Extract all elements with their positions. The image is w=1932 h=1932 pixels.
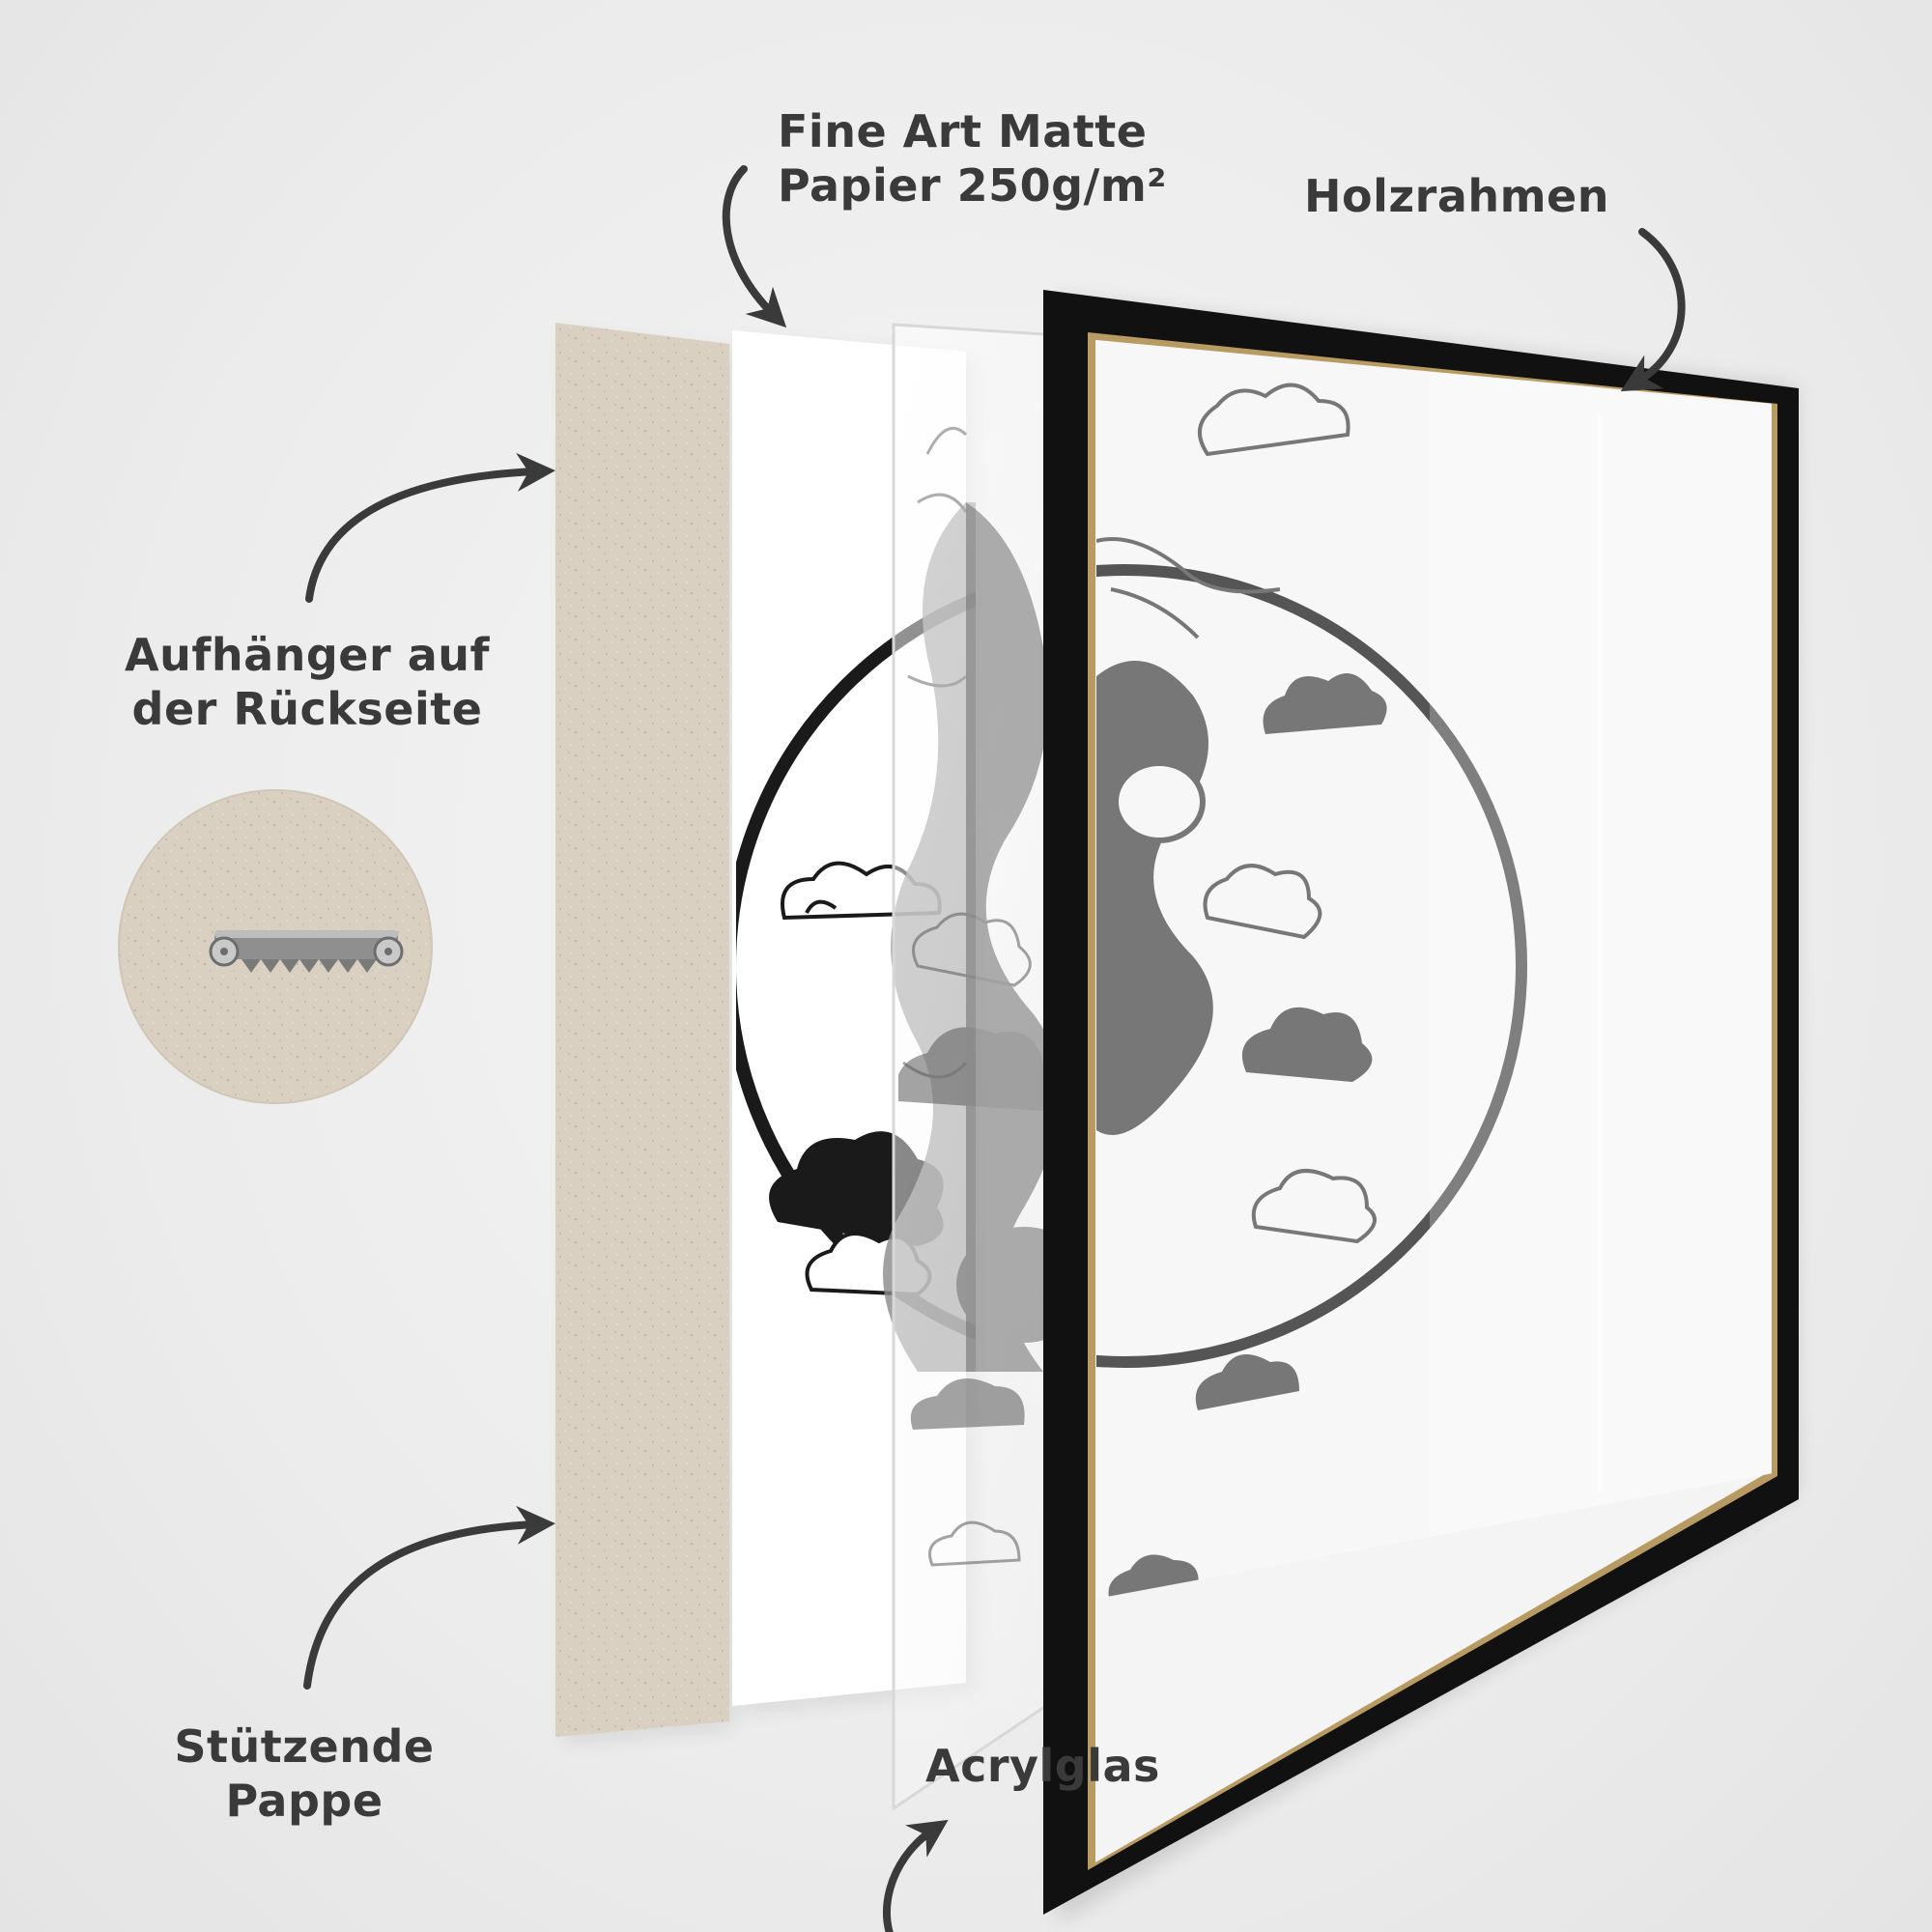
paper-label-line-2: Papier 250g/m² <box>778 159 1167 212</box>
paper-label: Fine Art Matte Papier 250g/m² <box>778 104 1167 213</box>
cardboard-curved-arrow-icon <box>303 1505 555 1690</box>
cardboard-label: Stützende Pappe <box>140 1719 469 1828</box>
cardboard-label-line-2: Pappe <box>225 1775 384 1827</box>
paper-label-line-1: Fine Art Matte <box>778 105 1148 157</box>
acrylic-curved-arrow-icon <box>882 1819 949 1932</box>
hanger-label-line-1: Aufhänger auf <box>124 629 491 681</box>
hanger-label: Aufhänger auf der Rückseite <box>114 628 500 736</box>
cardboard-backing <box>555 323 734 1744</box>
frame-label: Holzrahmen <box>1304 169 1609 223</box>
hanger-label-line-2: der Rückseite <box>131 683 483 735</box>
cardboard-label-line-1: Stützende <box>174 1720 435 1773</box>
hanger-inset <box>118 789 433 1104</box>
acrylic-label: Acrylglas <box>925 1739 1160 1793</box>
paper-curved-arrow-icon <box>722 165 787 328</box>
hanger-curved-arrow-icon <box>305 452 555 603</box>
acrylic-label-line-1: Acrylglas <box>925 1740 1160 1792</box>
sawtooth-hanger-icon <box>209 930 404 973</box>
frame-curved-arrow-icon <box>1620 228 1686 392</box>
wooden-frame <box>1043 290 1799 1922</box>
frame-label-line-1: Holzrahmen <box>1304 170 1609 222</box>
